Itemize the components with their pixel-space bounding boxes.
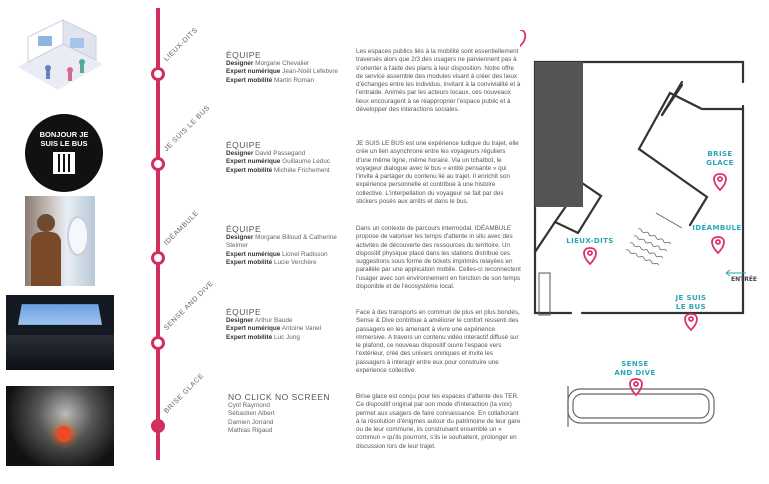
sense-and-dive-photo	[6, 295, 114, 370]
location-pin-icon	[520, 30, 527, 48]
timeline-label: JE SUIS LE BUS	[163, 104, 212, 153]
map-label-je-suis-le-bus: LE BUS	[676, 303, 706, 311]
je-suis-le-bus-sticker: BONJOUR JE SUIS LE BUS	[25, 114, 103, 192]
description-ideambule: Dans un contexte de parcours intermodal,…	[356, 225, 521, 291]
map-label-sense-and-dive: SENSE	[621, 360, 649, 368]
map-label-brise-glace: BRISE	[707, 150, 732, 158]
map-label-ideambule: IDÉAMBULE	[692, 223, 741, 232]
pin-ideambule-icon	[711, 236, 725, 255]
description-sense-and-dive: Face à des transports en commun de plus …	[356, 309, 520, 375]
team-lieux-dits: ÉQUIPE Designer Morgane Chevalier Expert…	[226, 50, 338, 84]
floor-plan: BRISE GLACE IDÉAMBULE LIEUX-DITS JE SUIS…	[520, 30, 757, 427]
ideambule-photo	[25, 196, 95, 286]
timeline-label: SENSE AND DIVE	[163, 279, 216, 332]
team-brise-glace: NO CLICK NO SCREEN Cyril Raymond Sébasti…	[228, 392, 331, 435]
timeline-node[interactable]	[151, 67, 165, 81]
entrance-arrow-icon	[725, 269, 746, 277]
team-sense-and-dive: ÉQUIPE Designer Arthur Baude Expert numé…	[226, 307, 322, 341]
timeline-node[interactable]	[151, 336, 165, 350]
qr-code-icon	[53, 152, 75, 174]
team-ideambule: ÉQUIPE Designer Morgane Billoud & Cather…	[226, 224, 337, 267]
pin-brise-glace-icon	[713, 173, 727, 192]
timeline-node[interactable]	[151, 157, 165, 171]
description-je-suis-le-bus: JE SUIS LE BUS est une expérience ludiqu…	[356, 140, 519, 206]
timeline-label: LIEUX-DITS	[163, 26, 200, 63]
timeline-node[interactable]	[151, 251, 165, 265]
bus-outline	[567, 386, 715, 427]
description-lieux-dits: Les espaces publics liés à la mobilité s…	[356, 48, 521, 114]
pin-lieux-dits-icon	[583, 247, 597, 266]
seating-waves	[625, 228, 672, 266]
pin-je-suis-le-bus-icon	[684, 313, 698, 332]
map-label-je-suis-le-bus: JE SUIS	[675, 294, 707, 302]
map-label-sense-and-dive: AND DIVE	[614, 369, 655, 377]
map-label-brise-glace: GLACE	[706, 159, 734, 167]
lieux-dits-illustration	[8, 12, 108, 100]
map-label-lieux-dits: LIEUX-DITS	[566, 237, 614, 245]
timeline-label: BRISE GLACE	[163, 372, 206, 415]
pin-sense-and-dive-icon	[629, 378, 643, 397]
timeline-line	[156, 8, 160, 460]
timeline-node-active[interactable]	[151, 419, 165, 433]
brise-glace-photo	[6, 386, 114, 466]
team-je-suis-le-bus: ÉQUIPE Designer David Passegand Expert n…	[226, 140, 331, 174]
description-brise-glace: Brise glace est conçu pour les espaces d…	[356, 393, 521, 450]
entrance-label: ENTRÉE	[731, 275, 757, 283]
timeline-label: IDÉAMBULE	[163, 209, 201, 247]
